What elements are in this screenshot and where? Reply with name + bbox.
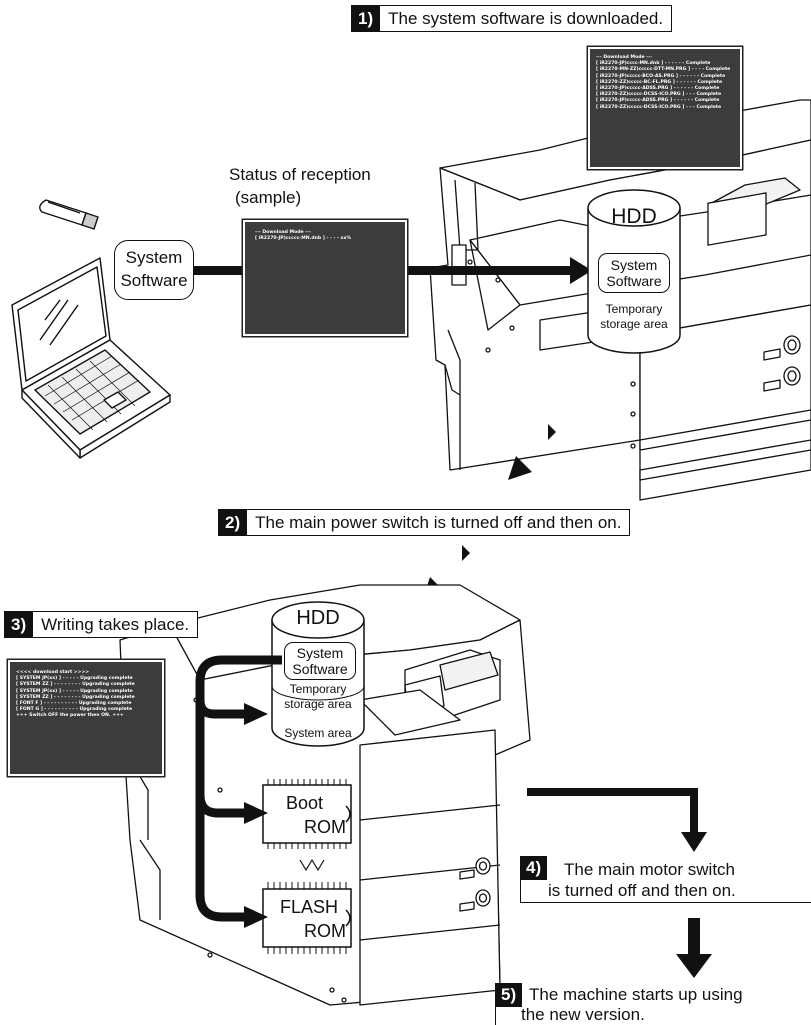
step-5-line2: the new version. [521, 1005, 645, 1024]
hdd-bottom-sw-2: Software [292, 661, 348, 677]
hdd-top-sw-1: System [610, 257, 658, 273]
hdd-top-temp-1: Temporary [605, 302, 663, 316]
status-of-reception-label: Status of reception [229, 165, 371, 184]
hdd-bottom-temp-1: Temporary [289, 682, 347, 696]
step-4-number: 4) [520, 856, 548, 880]
connection-lines-top [190, 257, 592, 284]
step-4-line1: The main motor switch [564, 860, 735, 879]
step-2-number: 2) [219, 510, 248, 535]
chip-separator-mark [299, 858, 325, 872]
write-arrowheads [244, 703, 268, 928]
system-software-in-hdd-top: System Software [598, 253, 670, 293]
step-3-caption: 3) Writing takes place. [4, 611, 199, 638]
write-arrows [195, 655, 282, 922]
writing-screen-text: <<<< download start >>>> [ SYSTEM JP(xx)… [16, 670, 135, 719]
step-3-number: 3) [5, 612, 34, 637]
flash-rom-chip [262, 882, 352, 954]
boot-rom-label-1: Boot [286, 793, 324, 813]
boot-rom-label-2: ROM [304, 817, 346, 837]
system-software-in-hdd-bottom: System Software [284, 642, 356, 680]
hdd-label-top: HDD [611, 205, 657, 228]
flash-rom-label-2: ROM [304, 921, 346, 941]
hdd-label-bottom: HDD [296, 607, 340, 629]
hdd-bottom-sw-1: System [296, 645, 344, 661]
writing-status-screen: <<<< download start >>>> [ SYSTEM JP(xx)… [8, 660, 164, 776]
system-software-label-2: Software [120, 271, 188, 290]
reception-screen-text: --- Download Mode --- [ iR2270-JP)ccccc-… [255, 230, 352, 242]
hdd-bottom-temp-2: storage area [284, 697, 352, 711]
system-software-label-1: System [125, 248, 183, 267]
download-mode-screen: --- Download Mode --- [ iR2270-JP)cccc-M… [588, 47, 742, 169]
system-software-box: System Software [114, 240, 194, 300]
download-screen-text: --- Download Mode --- [ iR2270-JP)cccc-M… [596, 55, 731, 110]
step-2-text: The main power switch is turned off and … [255, 513, 622, 532]
laptop-icon [11, 257, 171, 459]
flash-rom-label-1: FLASH [280, 897, 339, 917]
step-1-text: The system software is downloaded. [388, 9, 664, 28]
step-3-text: Writing takes place. [41, 615, 190, 634]
hdd-top-sw-2: Software [606, 273, 662, 289]
boot-rom-chip [262, 779, 352, 849]
step-2-caption: 2) The main power switch is turned off a… [218, 509, 631, 536]
usb-stick-icon [39, 199, 99, 230]
step-5-line1: The machine starts up using [529, 985, 743, 1004]
step-4-line2: is turned off and then on. [548, 881, 736, 900]
reception-status-screen: --- Download Mode --- [ iR2270-JP)ccccc-… [243, 220, 407, 336]
status-sample-label: (sample) [235, 188, 302, 207]
hdd-system-area-label: System area [284, 726, 352, 740]
step-5-number: 5) [495, 983, 523, 1007]
step-1-number: 1) [352, 6, 381, 31]
step-1-caption: 1) The system software is downloaded. [351, 5, 673, 32]
step4-flow-arrow [527, 788, 712, 978]
hdd-top-temp-2: storage area [600, 317, 668, 331]
